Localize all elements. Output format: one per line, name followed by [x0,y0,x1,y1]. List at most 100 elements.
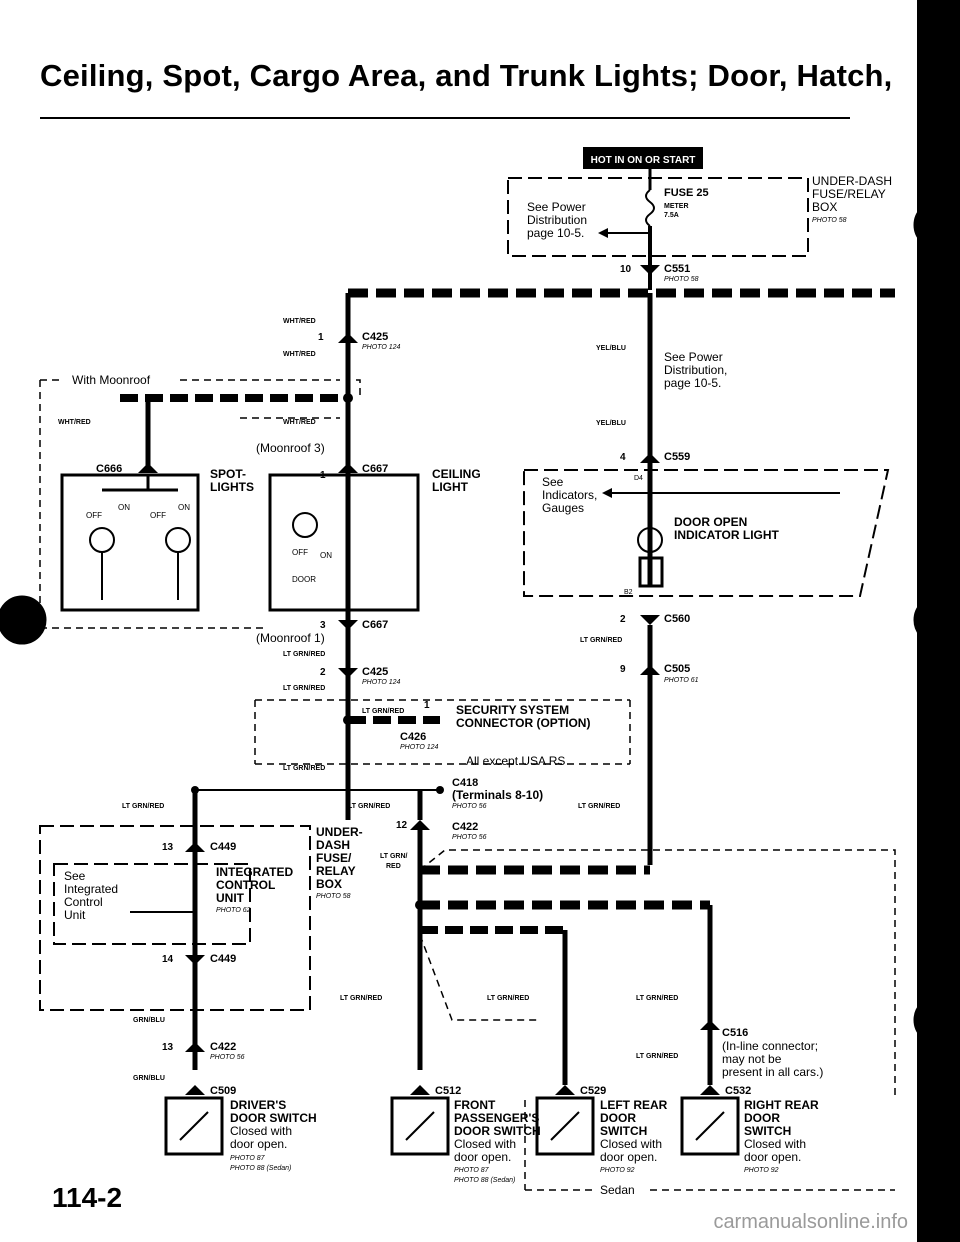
relay-box-l1: UNDER-DASH [812,174,892,188]
title-rule [40,117,850,119]
see-icu-l4: Unit [64,908,86,922]
c532-name: C532 [725,1085,751,1097]
c667b-pin: 3 [320,620,326,631]
see-icu-l2: Integrated [64,882,118,896]
c560-pin: 2 [620,614,626,625]
rightrear-l1: RIGHT REAR [744,1098,819,1112]
front-p1: PHOTO 87 [454,1167,490,1174]
security-name: C426 [400,731,426,743]
c422b-photo: PHOTO 56 [210,1054,245,1061]
driver-l2: DOOR SWITCH [230,1111,317,1125]
c505-photo: PHOTO 61 [664,677,699,684]
wire-ltgrn-10: LT GRN/RED [487,995,529,1002]
security-l1: SECURITY SYSTEM [456,703,569,717]
wire-wht-red-3: WHT/RED [58,419,91,426]
spotlight-switch-left: OFF ON [86,503,130,600]
see-power2-l1: See Power [664,350,723,364]
see-power2-l3: page 10-5. [664,376,721,390]
driver-p1: PHOTO 87 [230,1155,266,1162]
ud2-l4: RELAY [316,864,356,878]
rightrear-l2: DOOR [744,1111,780,1125]
c422b-pin: 13 [162,1042,174,1053]
ud2-l3: FUSE/ [316,851,352,865]
c425b-name: C425 [362,666,388,678]
page-title: Ceiling, Spot, Cargo Area, and Trunk Lig… [40,58,893,93]
moonroof3: (Moonroof 3) [256,441,325,455]
c516-l3: present in all cars.) [722,1065,823,1079]
c667a-name: C667 [362,463,388,475]
see-power-l1: See Power [527,200,586,214]
c559-name: C559 [664,451,690,463]
see-icu-l3: Control [64,895,103,909]
c425b-pin: 2 [320,667,326,678]
see-power2-l2: Distribution, [664,363,727,377]
c418-terms: (Terminals 8-10) [452,788,543,802]
wire-ltgrn-6: LT GRN/RED [348,803,390,810]
driver-l4: door open. [230,1137,287,1151]
wire-grn-blu-2: GRN/BLU [133,1075,165,1082]
security-l2: CONNECTOR (OPTION) [456,716,590,730]
spot-off-l: OFF [86,511,102,520]
icu-l3: UNIT [216,891,245,905]
leftrear-l5: door open. [600,1150,657,1164]
ceiling-l1: CEILING [432,467,481,481]
c425a-pin: 1 [318,332,324,343]
c516-name: C516 [722,1027,748,1039]
c667b-name: C667 [362,619,388,631]
leftrear-p1: PHOTO 92 [600,1167,635,1174]
front-p2: PHOTO 88 (Sedan) [454,1177,515,1184]
indicators-l3: Gauges [542,501,584,515]
c551-pin: 10 [620,264,632,275]
door-open-l2: INDICATOR LIGHT [674,528,780,542]
leftrear-l4: Closed with [600,1137,662,1151]
hot-label: HOT IN ON OR START [591,155,696,166]
wire-ltgrn-1: LT GRN/RED [283,651,325,658]
ud2-l5: BOX [316,877,342,891]
wire-ltgrn-4: LT GRN/RED [283,765,325,772]
indicators-d4: D4 [634,475,643,482]
leftrear-l1: LEFT REAR [600,1098,668,1112]
front-l4: Closed with [454,1137,516,1151]
c422b-name: C422 [210,1041,236,1053]
c551-name: C551 [664,263,690,275]
see-power-l2: Distribution [527,213,587,227]
c505-name: C505 [664,663,690,675]
wire-wht-red-1: WHT/RED [283,318,316,325]
ceiling-l2: LIGHT [432,480,469,494]
c666-name: C666 [96,463,122,475]
fuse-meter: METER [664,203,689,210]
wire-ltgrn-8: LT GRN/ [380,853,408,860]
security-photo: PHOTO 124 [400,744,438,751]
icu-l2: CONTROL [216,878,275,892]
leftrear-l2: DOOR [600,1111,636,1125]
spot-on-r: ON [178,503,190,512]
front-switch-box [390,1096,450,1156]
c560-name: C560 [664,613,690,625]
security-except: All except USA RS [466,754,565,768]
rightrear-l4: Closed with [744,1137,806,1151]
c425b-photo: PHOTO 124 [362,679,400,686]
relay-box-l2: FUSE/RELAY [812,187,886,201]
rightrear-l5: door open. [744,1150,801,1164]
rightrear-switch-box [680,1096,740,1156]
driver-l1: DRIVER'S [230,1098,286,1112]
c449a-name: C449 [210,841,236,853]
ceiling-door: DOOR [292,575,316,584]
ud2-l1: UNDER- [316,825,363,839]
c422a-pin: 12 [396,820,408,831]
fuse-amps: 7.5A [664,212,679,219]
c559-pin: 4 [620,452,626,463]
spot-l2: LIGHTS [210,480,254,494]
wire-yel-blu-2: YEL/BLU [596,420,626,427]
c512-name: C512 [435,1085,461,1097]
fuse-name: FUSE 25 [664,187,709,199]
driver-switch-box [164,1096,224,1156]
spot-l1: SPOT- [210,467,246,481]
ceiling-on: ON [320,551,332,560]
c449a-pin: 13 [162,842,174,853]
see-icu-l1: See [64,869,86,883]
c422a-photo: PHOTO 56 [452,834,487,841]
wire-ltgrn-3: LT GRN/RED [580,637,622,644]
c529-name: C529 [580,1085,606,1097]
